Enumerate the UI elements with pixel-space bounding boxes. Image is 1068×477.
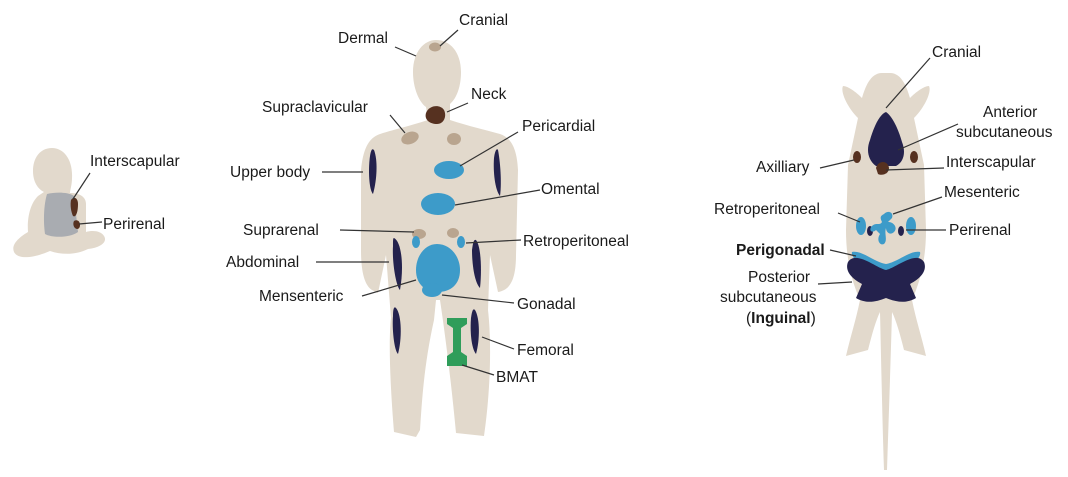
label-infant-interscapular: Interscapular <box>90 153 180 170</box>
label-mouse-anterior-line1: Anterior <box>983 104 1037 121</box>
mouse-retroperitoneal-fat-left <box>856 217 866 235</box>
mouse-axilliary-fat-right <box>910 151 918 163</box>
label-infant-perirenal: Perirenal <box>103 216 165 233</box>
human-gonadal-fat <box>422 283 442 297</box>
label-human-gonadal: Gonadal <box>517 296 576 313</box>
label-human-mesenteric: Mensenteric <box>259 288 344 305</box>
label-human-cranial: Cranial <box>459 12 508 29</box>
inguinal-paren-close: ) <box>811 310 816 327</box>
label-human-omental: Omental <box>541 181 600 198</box>
label-mouse-inguinal: (Inguinal) <box>746 310 816 327</box>
label-mouse-cranial: Cranial <box>932 44 981 61</box>
label-mouse-mesenteric: Mesenteric <box>944 184 1020 201</box>
label-mouse-perirenal: Perirenal <box>949 222 1011 239</box>
label-human-abdominal: Abdominal <box>226 254 299 271</box>
human-supraclavicular-fat-right <box>447 133 461 145</box>
mouse-retroperitoneal-fat-right <box>906 217 916 235</box>
inguinal-bold-text: Inguinal <box>751 310 810 327</box>
label-human-retroperitoneal: Retroperitoneal <box>523 233 629 250</box>
label-human-dermal: Dermal <box>338 30 388 47</box>
human-cranial-fat <box>429 43 441 52</box>
label-human-suprarenal: Suprarenal <box>243 222 319 239</box>
label-mouse-posterior-line1: Posterior <box>748 269 810 286</box>
label-mouse-perigonadal: Perigonadal <box>736 242 825 259</box>
human-omental-fat <box>421 193 455 215</box>
human-retroperitoneal-fat-right <box>457 236 465 248</box>
label-mouse-anterior-line2: subcutaneous <box>956 124 1053 141</box>
label-human-neck: Neck <box>471 86 507 103</box>
label-human-supraclavicular: Supraclavicular <box>262 99 368 116</box>
label-mouse-posterior-line2: subcutaneous <box>720 289 817 306</box>
label-human-femoral: Femoral <box>517 342 574 359</box>
mouse-perirenal-fat-right <box>898 226 904 236</box>
human-suprarenal-fat-right <box>447 228 459 238</box>
label-human-pericardial: Pericardial <box>522 118 595 135</box>
label-human-upper-body: Upper body <box>230 164 310 181</box>
label-mouse-interscapular: Interscapular <box>946 154 1036 171</box>
human-pericardial-fat <box>434 161 464 179</box>
mouse-axilliary-fat-left <box>853 151 861 163</box>
label-human-bmat: BMAT <box>496 369 538 386</box>
mouse-figure <box>842 73 929 470</box>
label-mouse-retroperitoneal: Retroperitoneal <box>714 201 820 218</box>
human-retroperitoneal-fat-left <box>412 236 420 248</box>
label-mouse-axilliary: Axilliary <box>756 159 810 176</box>
